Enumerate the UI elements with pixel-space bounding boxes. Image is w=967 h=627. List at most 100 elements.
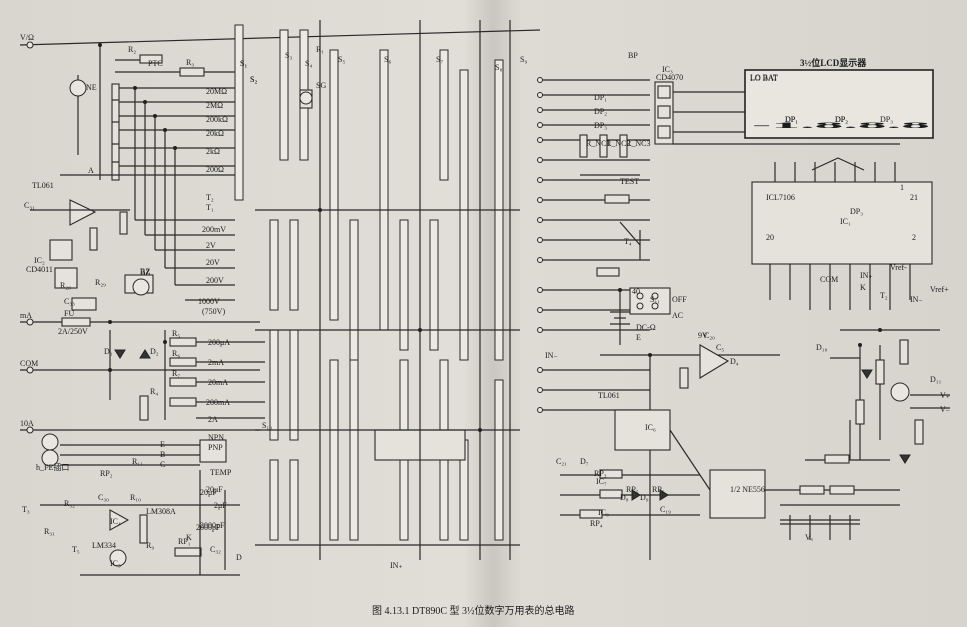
left_labels-label: D₂ (150, 347, 159, 356)
left_labels-label: R₃ (186, 58, 194, 67)
inputs-label: IN₋ (545, 351, 558, 360)
right_labels-label: IC₁ (840, 217, 851, 226)
switches-label: S₅ (338, 55, 345, 64)
left_labels-label: R₂ (128, 45, 136, 54)
right_labels-label: D (236, 553, 242, 562)
right_labels-label: RP₃ (594, 469, 607, 478)
right_labels-label: DC-Ω (636, 323, 656, 332)
right_labels-label: RP₅ (626, 485, 639, 494)
left_labels-label: R₄ (150, 387, 158, 396)
left_labels-label: C₃₀ (98, 493, 109, 502)
left_labels-label: B (160, 450, 165, 459)
switches-label: S₁₁ (650, 295, 660, 304)
switches-label: S₃ (285, 51, 292, 60)
lcd-lobat: LO BAT (750, 74, 778, 83)
ranges-label: 20kΩ (206, 129, 224, 138)
ranges-label: 2A (208, 415, 218, 424)
left_labels-label: R₅ (172, 329, 180, 338)
ranges-label: 1000V (198, 297, 220, 306)
left_labels-label: NPN (208, 433, 224, 442)
left_labels-label: BZ (140, 268, 150, 277)
ranges-label: 200μA (208, 338, 230, 347)
left_labels-label: 2000pF (200, 521, 225, 530)
right_labels-label: CD4070 (656, 73, 683, 82)
left_labels-label: CD4011 (26, 265, 53, 274)
left_labels-label: IC₂ (34, 256, 45, 265)
right_labels-label: ICL7106 (766, 193, 795, 202)
left_labels-label: C (160, 460, 165, 469)
left_labels-label: A (88, 166, 94, 175)
display-driver (540, 79, 950, 560)
right_labels-label: D₁₀ (816, 343, 828, 352)
inputs-label: 10A (20, 419, 34, 428)
right_labels-label: Vref- (890, 263, 907, 272)
left_labels-label: RP₁ (178, 537, 191, 546)
right_labels-label: V₊ (940, 391, 950, 400)
right_labels-label: 21 (910, 193, 918, 202)
right_labels-label: D₁₁ (930, 375, 942, 384)
switches-label: S₄ (305, 59, 312, 68)
left_labels-label: R₁₀ (130, 493, 141, 502)
ranges-label: 2V (206, 241, 216, 250)
figure-caption: 图 4.13.1 DT890C 型 3½位数字万用表的总电路 (372, 606, 575, 617)
right_labels-label: C₂₁ (556, 457, 567, 466)
ranges-label: 20MΩ (206, 87, 227, 96)
com-terminal (26, 366, 34, 374)
ranges-label: (750V) (202, 307, 225, 316)
right_labels-label: V₋ (940, 405, 950, 414)
range-switch-bank (234, 20, 520, 560)
right_labels-label: RP₆ (652, 485, 665, 494)
left_labels-label: C₃₂ (210, 545, 221, 554)
left_labels-label: R₁ (316, 45, 324, 54)
ranges-label: 20V (206, 258, 220, 267)
right_labels-label: IN₋ (910, 295, 923, 304)
ranges-label: 20μF (206, 485, 223, 494)
10a-terminal (26, 426, 34, 434)
lcd-dp1: DP₁ (785, 115, 798, 124)
right_labels-label: IC₇ (596, 477, 607, 486)
left_labels-label: R₇ (172, 369, 180, 378)
left_labels-label: TL061 (32, 181, 54, 190)
ranges-label: SG (316, 81, 326, 90)
ranges-label: 200kΩ (206, 115, 228, 124)
left_labels-label: S₂ (250, 75, 257, 84)
left_labels-label: FU (64, 309, 74, 318)
right_labels-label: C₅ (716, 343, 724, 352)
lcd-digits: -1.8.8.8 (752, 121, 930, 130)
left_labels-label: NE (86, 83, 97, 92)
left_labels-label: C₃₃ (64, 297, 75, 306)
right_labels-label: IN₊ (860, 271, 873, 280)
ranges-label: 2MΩ (206, 101, 223, 110)
lcd-dp3: DP₃ (880, 115, 893, 124)
input-network (19, 29, 541, 576)
switches-label: S₁₀ (262, 421, 272, 430)
left_labels-label: E (160, 440, 165, 449)
right_labels-label: D₈ (620, 493, 629, 502)
left_labels-label: D₁ (104, 347, 113, 356)
left_labels-label: R₂₈ (60, 281, 71, 290)
right_labels-label: 2 (912, 233, 916, 242)
inputs-label: COM (20, 359, 38, 368)
switches-label: S₂ (250, 75, 257, 84)
inputs-label: Vₓ (805, 533, 814, 542)
right_labels-label: DP₁ (785, 115, 798, 124)
inputs-label: IN₊ (390, 561, 403, 570)
left_labels-label: S₁ (240, 59, 247, 68)
left_labels-label: 2A/250V (58, 327, 88, 336)
left_labels-label: R₂₉ (95, 278, 106, 287)
left_labels-label: IC₅ (110, 559, 121, 568)
right_labels-label: RP₄ (590, 519, 603, 528)
right_labels-label: COM (820, 275, 838, 284)
right_labels-label: R_NC3 (626, 139, 650, 148)
ranges-label: T₂ (206, 193, 214, 202)
ranges-label: BZ (140, 267, 150, 276)
right_labels-label: 9V (698, 331, 708, 340)
right_labels-label: DP₃ (850, 207, 863, 216)
right_labels-label: DP₃ (594, 121, 607, 130)
right_labels-label: R_NC2 (606, 139, 630, 148)
ranges-label: 200mV (202, 225, 226, 234)
right_labels-label: OFF (672, 295, 687, 304)
right_labels-label: TEST (620, 177, 639, 186)
